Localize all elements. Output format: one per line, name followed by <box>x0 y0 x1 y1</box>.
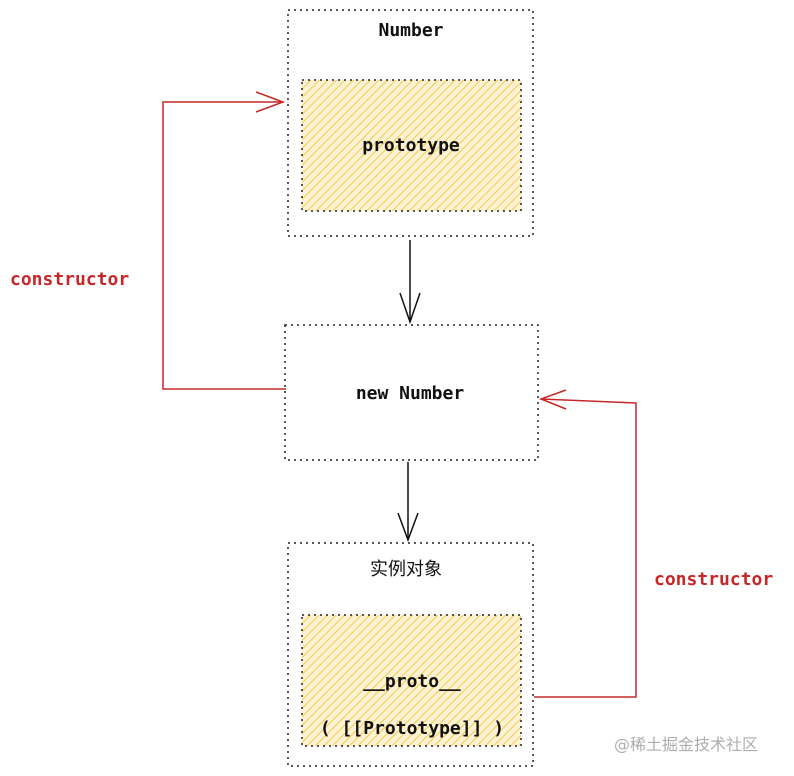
constructor-arrow-left <box>162 91 286 390</box>
instance-node: 实例对象 __proto__ ( [[Prototype]] ) <box>287 542 534 767</box>
prototype-box: prototype <box>301 79 522 212</box>
prototype-slot-label: ( [[Prototype]] ) <box>320 718 504 739</box>
proto-box: __proto__ ( [[Prototype]] ) <box>301 614 522 747</box>
constructor-label-right: constructor <box>654 569 773 590</box>
proto-box-fill <box>301 614 522 747</box>
new-number-node: new Number <box>284 324 539 461</box>
watermark-text: @稀土掘金技术社区 <box>614 735 758 754</box>
new-number-node-border <box>284 324 539 461</box>
instance-node-title: 实例对象 <box>370 559 442 580</box>
new-number-node-title: new Number <box>356 383 465 404</box>
arrow-number-to-new-number <box>399 240 421 325</box>
constructor-arrow-right <box>534 389 637 698</box>
prototype-box-fill <box>301 79 522 212</box>
number-node: Number prototype <box>287 9 534 237</box>
arrow-new-number-to-instance <box>397 462 419 543</box>
proto-label: __proto__ <box>363 671 461 692</box>
number-node-title: Number <box>378 20 443 41</box>
constructor-label-left: constructor <box>10 269 129 290</box>
prototype-label: prototype <box>362 135 460 156</box>
